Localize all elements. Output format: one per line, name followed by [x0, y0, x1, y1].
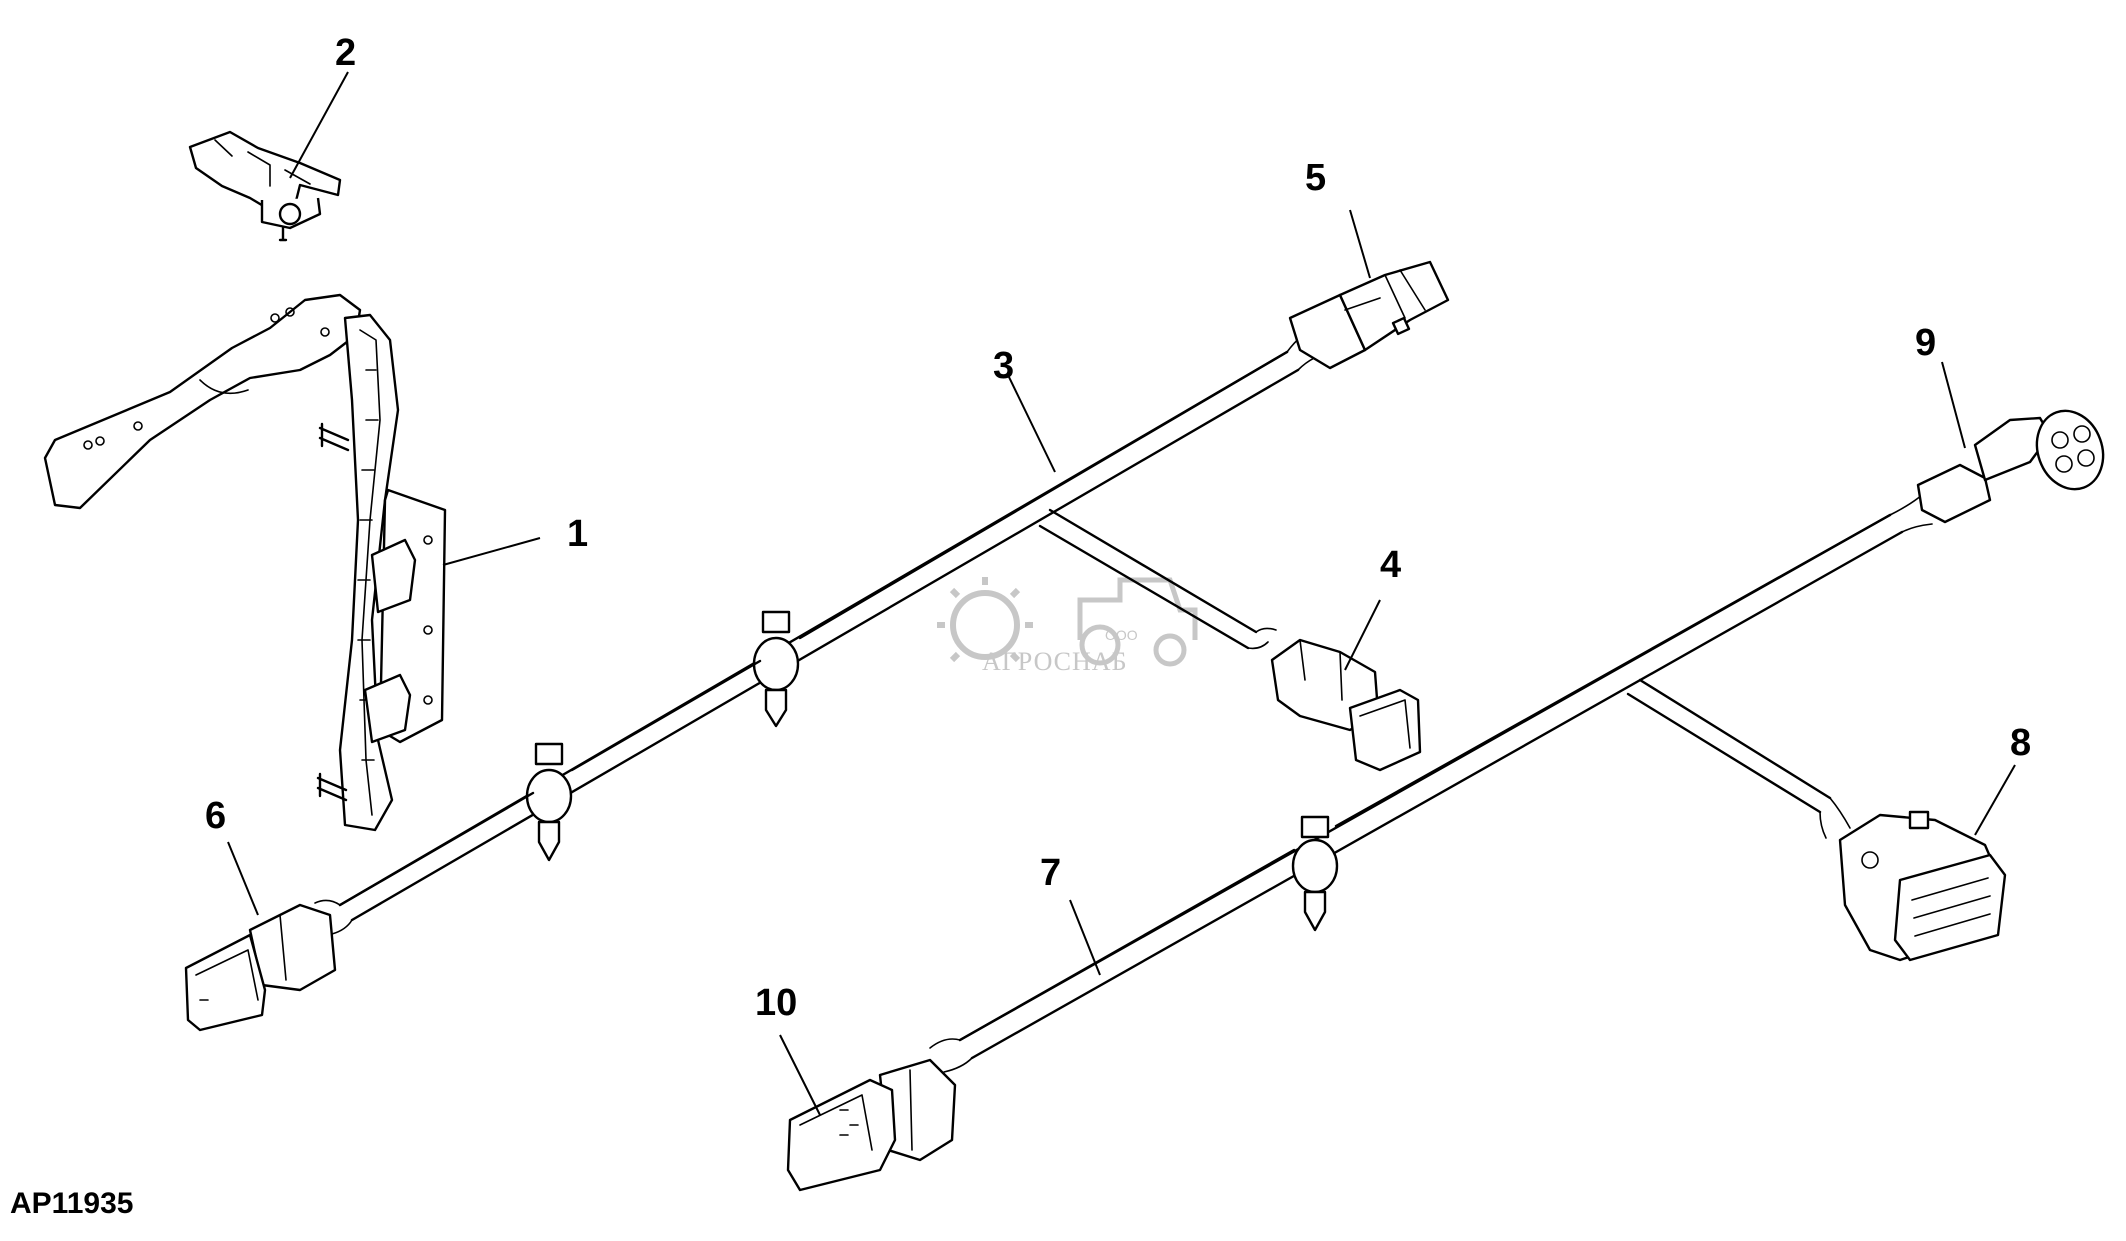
tractor-logo-icon: [1077, 577, 1198, 667]
leader-lines: [227, 71, 2016, 1116]
callout-7: 7: [1040, 852, 1061, 894]
callout-6: 6: [205, 795, 226, 837]
part-5-connector: [1286, 260, 1450, 371]
watermark-small: ООО: [1105, 627, 1138, 643]
gear-logo-icon: [937, 577, 1033, 663]
watermark: ООО АГРОСНАБ: [937, 577, 1198, 676]
callout-5: 5: [1305, 157, 1326, 199]
cable-clamp: [1291, 815, 1339, 932]
callout-10: 10: [755, 982, 797, 1024]
harness-a: [338, 350, 1300, 922]
callout-3: 3: [993, 345, 1014, 387]
callout-1: 1: [567, 513, 588, 555]
part-4-connector: [1247, 627, 1422, 772]
watermark-brand: АГРОСНАБ: [982, 647, 1128, 676]
part-8-connector: [1819, 797, 2007, 962]
callout-9: 9: [1915, 322, 1936, 364]
part-2-clip: [188, 130, 342, 242]
cable-clamp: [752, 610, 800, 728]
callout-8: 8: [2010, 722, 2031, 764]
harness-b: [958, 513, 1904, 1060]
figure-id: AP11935: [10, 1187, 133, 1220]
callouts: 1 2 3 4 5 6 7 8 9 10: [205, 32, 2031, 1024]
part-9-connector: [1889, 409, 2105, 533]
callout-4: 4: [1380, 544, 1401, 586]
part-1-bracket: [43, 293, 447, 832]
cable-clamp: [525, 742, 573, 862]
part-6-connector: [184, 899, 353, 1032]
callout-2: 2: [335, 32, 356, 74]
part-10-connector: [786, 1038, 973, 1192]
